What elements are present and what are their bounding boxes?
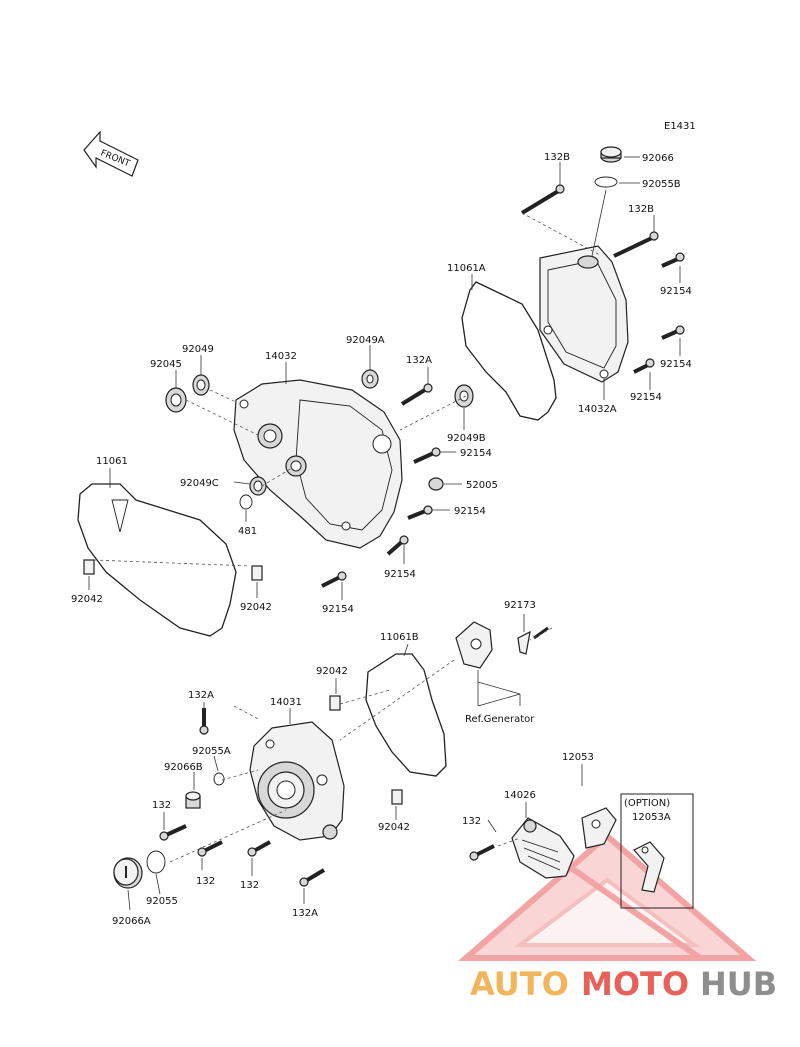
label-92045: 92045 (150, 359, 182, 370)
oring-92055A (213, 772, 225, 786)
watermark-logo: AUTO MOTO HUB (457, 832, 777, 1003)
label-132-b: 132 (196, 876, 215, 887)
generator-cover-14031 (249, 721, 345, 841)
bolt-132B-top (520, 184, 565, 215)
label-132-c: 132 (240, 880, 259, 891)
bolt-92154-f (386, 535, 409, 556)
label-132A-top: 132A (406, 355, 432, 366)
front-arrow: FRONT (83, 130, 139, 177)
label-92055A: 92055A (192, 746, 231, 757)
label-92049C: 92049C (180, 478, 219, 489)
label-14031: 14031 (270, 697, 302, 708)
label-92042-lower: 92042 (378, 822, 410, 833)
label-92066: 92066 (642, 153, 674, 164)
generator-bracket (455, 621, 549, 669)
label-132-a: 132 (152, 800, 171, 811)
label-92042-upper: 92042 (316, 666, 348, 677)
watermark-hub: HUB (700, 965, 777, 1003)
ring-481 (239, 494, 253, 510)
outer-cover-14032A (539, 245, 629, 383)
label-92173: 92173 (504, 600, 536, 611)
label-92154-g: 92154 (322, 604, 354, 615)
clutch-cover-14032 (233, 379, 403, 549)
label-12053: 12053 (562, 752, 594, 763)
label-52005: 52005 (466, 480, 498, 491)
label-92154-e: 92154 (454, 506, 486, 517)
bolt-132A-bottom (299, 868, 326, 887)
label-92055: 92055 (146, 896, 178, 907)
label-132B-top: 132B (544, 152, 570, 163)
cap-92066 (600, 146, 622, 163)
label-92154-d: 92154 (460, 448, 492, 459)
label-option: (OPTION) (624, 798, 670, 809)
seal-92045 (165, 387, 187, 413)
bolt-132-d (469, 844, 495, 861)
plug-92066B (185, 791, 201, 809)
leader-lines (88, 156, 681, 911)
bolt-92154-d (413, 447, 441, 464)
seal-92049C (249, 476, 267, 496)
bolt-92154-c (633, 358, 655, 374)
option-box (620, 793, 694, 909)
label-92066B: 92066B (164, 762, 203, 773)
label-132A-mid: 132A (188, 690, 214, 701)
cap-92066A (113, 857, 143, 889)
dowel-92042-upper (329, 695, 341, 711)
bolt-92154-g (321, 571, 347, 588)
dowel-92042-mid (251, 565, 263, 581)
label-11061: 11061 (96, 456, 128, 467)
label-92049A: 92049A (346, 335, 385, 346)
bolt-132-a (159, 824, 187, 841)
dowel-92042-left (83, 559, 95, 575)
part-labels: 132B 92066 92055B 132B 11061A 92154 9215… (71, 152, 692, 927)
seal-92049 (192, 374, 210, 396)
bolt-132-b (197, 840, 223, 857)
label-92049: 92049 (182, 344, 214, 355)
label-14032: 14032 (265, 351, 297, 362)
label-92066A: 92066A (112, 916, 151, 927)
bolt-132A-top (400, 383, 433, 406)
label-481: 481 (238, 526, 257, 537)
label-11061A: 11061A (447, 263, 486, 274)
label-92042-left: 92042 (71, 594, 103, 605)
label-14026: 14026 (504, 790, 536, 801)
label-132B-right: 132B (628, 204, 654, 215)
plate-12053A (633, 841, 665, 893)
plug-52005 (428, 477, 444, 491)
label-92154-f: 92154 (384, 569, 416, 580)
bolt-92154-b (661, 325, 685, 340)
bolt-92154-a (661, 252, 685, 268)
label-92154-b: 92154 (660, 359, 692, 370)
label-132-d: 132 (462, 816, 481, 827)
label-92042-mid: 92042 (240, 602, 272, 613)
bolt-92154-e (407, 505, 433, 520)
label-12053A: 12053A (632, 812, 671, 823)
label-ref-generator: Ref.Generator (465, 714, 535, 725)
bolt-132B-right (613, 231, 659, 258)
dowel-92042-lower (391, 789, 403, 805)
label-92154-c: 92154 (630, 392, 662, 403)
bolt-132-c (247, 840, 271, 857)
oring-92055 (146, 850, 166, 874)
gasket-11061A (461, 281, 557, 421)
label-132A-bottom: 132A (292, 908, 318, 919)
gasket-11061B (365, 653, 447, 777)
plate-12053 (581, 807, 617, 849)
label-92055B: 92055B (642, 179, 681, 190)
watermark-auto: AUTO (470, 965, 569, 1003)
seal-92049B (454, 384, 474, 408)
label-11061B: 11061B (380, 632, 419, 643)
diagram-code: E1431 (664, 121, 696, 132)
label-92154-a: 92154 (660, 286, 692, 297)
label-14032A: 14032A (578, 404, 617, 415)
guide-14026 (511, 817, 575, 879)
label-92049B: 92049B (447, 433, 486, 444)
oring-92055B (594, 176, 618, 188)
watermark-moto: MOTO (581, 965, 689, 1003)
seal-92049A (361, 369, 379, 389)
